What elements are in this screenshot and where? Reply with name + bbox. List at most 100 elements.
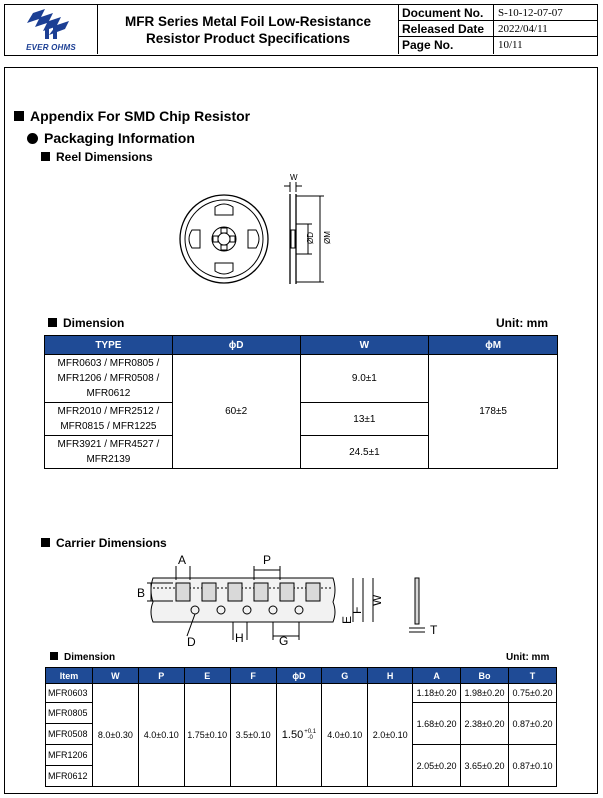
e-cell: 1.75±0.10 <box>183 683 231 787</box>
reel-heading: Reel Dimensions <box>41 150 153 164</box>
carrier-w-label: W <box>370 594 384 606</box>
table-row: MFR0603 8.0±0.30 4.0±0.10 1.75±0.10 3.5±… <box>45 683 558 787</box>
carrier-dimension-title: Dimension <box>64 652 116 663</box>
square-bullet-icon <box>41 152 50 162</box>
reel-dimension-title: Dimension <box>63 316 125 330</box>
d-tolerance: +0.1-0 <box>304 729 316 741</box>
col-header-p: P <box>137 667 185 684</box>
a-cell: 1.68±0.20 <box>412 702 462 745</box>
col-header-bo: Bo <box>460 667 509 684</box>
square-bullet-icon <box>48 318 57 328</box>
reel-d-label: ØD <box>306 232 315 244</box>
type-cell: MFR2010 / MFR2512 / MFR0815 / MFR1225 <box>44 402 173 436</box>
document-meta: Document No. S-10-12-07-07 Released Date… <box>399 5 597 54</box>
carrier-heading: Carrier Dimensions <box>41 536 167 550</box>
carrier-p-label: P <box>263 553 271 567</box>
company-logo: EVER OHMS <box>5 5 98 54</box>
f-cell: 3.5±0.10 <box>229 683 277 787</box>
carrier-f-label: F <box>350 607 364 614</box>
title-line-1: MFR Series Metal Foil Low-Resistance <box>124 13 372 29</box>
w-cell: 24.5±1 <box>299 435 430 469</box>
table-row: MFR3921 / MFR4527 / MFR2139 24.5±1 <box>44 435 558 469</box>
type-cell: MFR0603 / MFR0805 / MFR1206 / MFR0508 / … <box>44 354 173 403</box>
content-frame <box>4 67 598 794</box>
table-header-row: Item W P E F ϕD G H A Bo T <box>45 667 558 684</box>
col-header-w: W <box>299 335 430 355</box>
carrier-g-label: G <box>279 634 288 648</box>
reel-heading-text: Reel Dimensions <box>56 150 153 164</box>
bo-cell: 3.65±0.20 <box>460 744 509 787</box>
col-header-g: G <box>321 667 369 684</box>
w-cell: 13±1 <box>299 402 430 436</box>
reel-dimension-heading: Dimension <box>48 316 124 330</box>
p-cell: 4.0±0.10 <box>137 683 185 787</box>
carrier-d-label: D <box>187 635 196 648</box>
w-cell: 9.0±1 <box>299 354 430 403</box>
item-cell: MFR0508 <box>45 723 93 745</box>
col-header-f: F <box>229 667 277 684</box>
carrier-t-label: T <box>430 623 438 637</box>
packaging-heading-text: Packaging Information <box>44 130 195 146</box>
reel-w-label: W <box>290 173 298 182</box>
carrier-heading-text: Carrier Dimensions <box>56 536 167 550</box>
brand-name: EVER OHMS <box>26 43 76 52</box>
d-cell: 60±2 <box>171 354 301 469</box>
col-header-d: ϕD <box>171 335 301 355</box>
page-label: Page No. <box>402 38 454 52</box>
carrier-a-label: A <box>178 553 186 567</box>
table-row: MFR0603 / MFR0805 / MFR1206 / MFR0508 / … <box>44 354 558 469</box>
ever-ohms-logo-icon <box>27 9 69 39</box>
carrier-dimension-heading: Dimension <box>50 652 115 663</box>
reel-unit: Unit: mm <box>496 316 548 330</box>
item-cell: MFR1206 <box>45 744 93 766</box>
carrier-dimension-table: Item W P E F ϕD G H A Bo T MFR0603 8.0±0… <box>45 667 558 787</box>
meta-divider <box>493 5 494 54</box>
col-header-e: E <box>183 667 231 684</box>
item-cell: MFR0612 <box>45 765 93 787</box>
appendix-heading: Appendix For SMD Chip Resistor <box>14 108 250 124</box>
meta-released: Released Date 2022/04/11 <box>399 21 597 37</box>
document-header: EVER OHMS MFR Series Metal Foil Low-Resi… <box>4 4 598 56</box>
square-bullet-icon <box>14 111 24 122</box>
type-cell: MFR3921 / MFR4527 / MFR2139 <box>44 435 173 469</box>
carrier-unit: Unit: mm <box>506 652 550 663</box>
bo-cell: 1.98±0.20 <box>460 683 509 703</box>
col-header-a: A <box>412 667 462 684</box>
d-tol-plus: +0.1 <box>304 729 317 736</box>
d-tol-minus: -0 <box>307 735 313 742</box>
col-header-type: TYPE <box>44 335 173 355</box>
released-value: 2022/04/11 <box>498 23 548 35</box>
carrier-tape-drawing: A P B D H G E F W T <box>137 553 438 648</box>
meta-doc-no: Document No. S-10-12-07-07 <box>399 5 597 21</box>
w-cell: 8.0±0.30 <box>91 683 139 787</box>
g-cell: 4.0±0.10 <box>321 683 369 787</box>
col-header-w: W <box>91 667 139 684</box>
d-cell: 1.50+0.1-0 <box>275 683 323 787</box>
col-header-m: ϕM <box>428 335 558 355</box>
reel-dimension-table: TYPE ϕD W ϕM MFR0603 / MFR0805 / MFR1206… <box>44 335 558 469</box>
table-row: MFR0805 1.68±0.20 2.38±0.20 0.87±0.20 <box>45 702 558 745</box>
square-bullet-icon <box>41 538 50 548</box>
d-base-value: 1.50 <box>281 728 304 741</box>
t-cell: 0.87±0.10 <box>507 744 558 787</box>
h-cell: 2.0±0.10 <box>367 683 414 787</box>
carrier-e-label: E <box>340 616 354 624</box>
carrier-h-label: H <box>235 631 244 645</box>
col-header-item: Item <box>45 667 93 684</box>
title-line-2: Resistor Product Specifications <box>145 30 351 46</box>
document-title: MFR Series Metal Foil Low-Resistance Res… <box>98 5 399 54</box>
bo-cell: 2.38±0.20 <box>460 702 509 745</box>
page-value: 10/11 <box>498 39 523 51</box>
col-header-h: H <box>367 667 414 684</box>
a-cell: 2.05±0.20 <box>412 744 462 787</box>
col-header-d: ϕD <box>275 667 323 684</box>
reel-drawing: W ØD ØM <box>179 173 332 284</box>
col-header-t: T <box>507 667 558 684</box>
m-cell: 178±5 <box>428 354 558 469</box>
table-header-row: TYPE ϕD W ϕM <box>44 335 558 355</box>
carrier-b-label: B <box>137 586 145 600</box>
table-row: MFR1206 2.05±0.20 3.65±0.20 0.87±0.10 <box>45 744 558 787</box>
round-bullet-icon <box>27 132 38 144</box>
released-label: Released Date <box>402 22 485 36</box>
packaging-heading: Packaging Information <box>27 130 195 146</box>
